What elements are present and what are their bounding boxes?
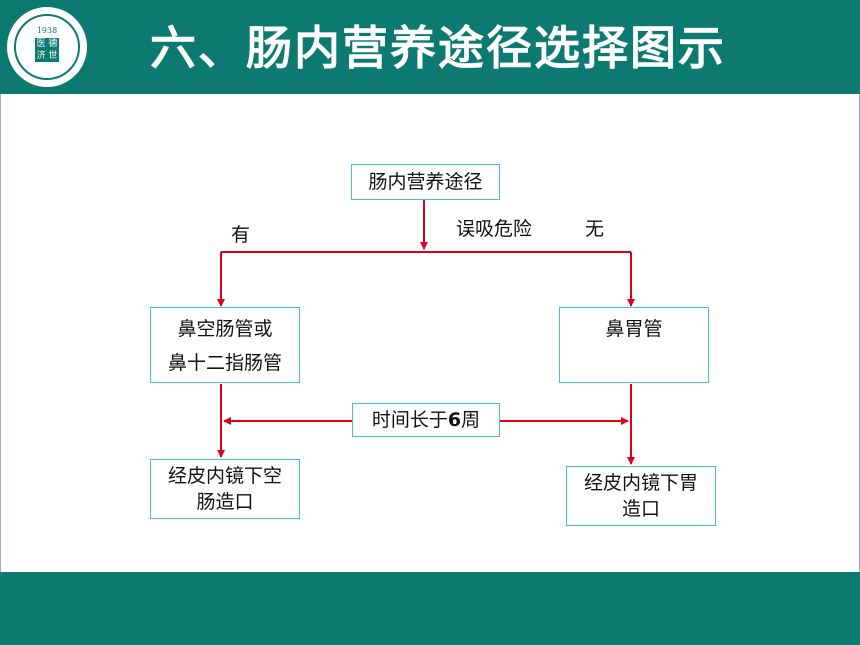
logo-seal: 医 德 济 世 [35, 38, 59, 62]
left-node-line1: 鼻空肠管或 [177, 318, 273, 340]
no-label: 无 [585, 218, 605, 240]
time-number: 6 [447, 409, 462, 431]
left-node-line2: 鼻十二指肠管 [167, 352, 282, 374]
risk-label: 误吸危险 [456, 218, 533, 240]
yes-label: 有 [231, 224, 251, 246]
header-bar: 1938 医 德 济 世 六、肠内营养途径选择图示 [0, 0, 860, 94]
logo-year: 1938 [36, 26, 58, 35]
left-node: 鼻空肠管或 鼻十二指肠管 [150, 307, 300, 383]
footer-bar [0, 572, 860, 645]
hospital-logo: 1938 医 德 济 世 [4, 4, 90, 90]
left-bottom-line2: 肠造口 [196, 491, 254, 513]
slide-title: 六、肠内营养途径选择图示 [150, 21, 726, 75]
time-node: 时间长于6周 [352, 403, 500, 437]
left-bottom-node: 经皮内镜下空 肠造口 [150, 459, 300, 519]
right-node-label: 鼻胃管 [605, 318, 663, 340]
left-bottom-line1: 经皮内镜下空 [167, 465, 282, 487]
right-node: 鼻胃管 [559, 307, 709, 383]
right-bottom-line1: 经皮内镜下胃 [583, 472, 698, 494]
root-node: 肠内营养途径 [351, 164, 500, 200]
right-bottom-node: 经皮内镜下胃 造口 [566, 466, 716, 526]
right-bottom-line2: 造口 [621, 498, 660, 520]
